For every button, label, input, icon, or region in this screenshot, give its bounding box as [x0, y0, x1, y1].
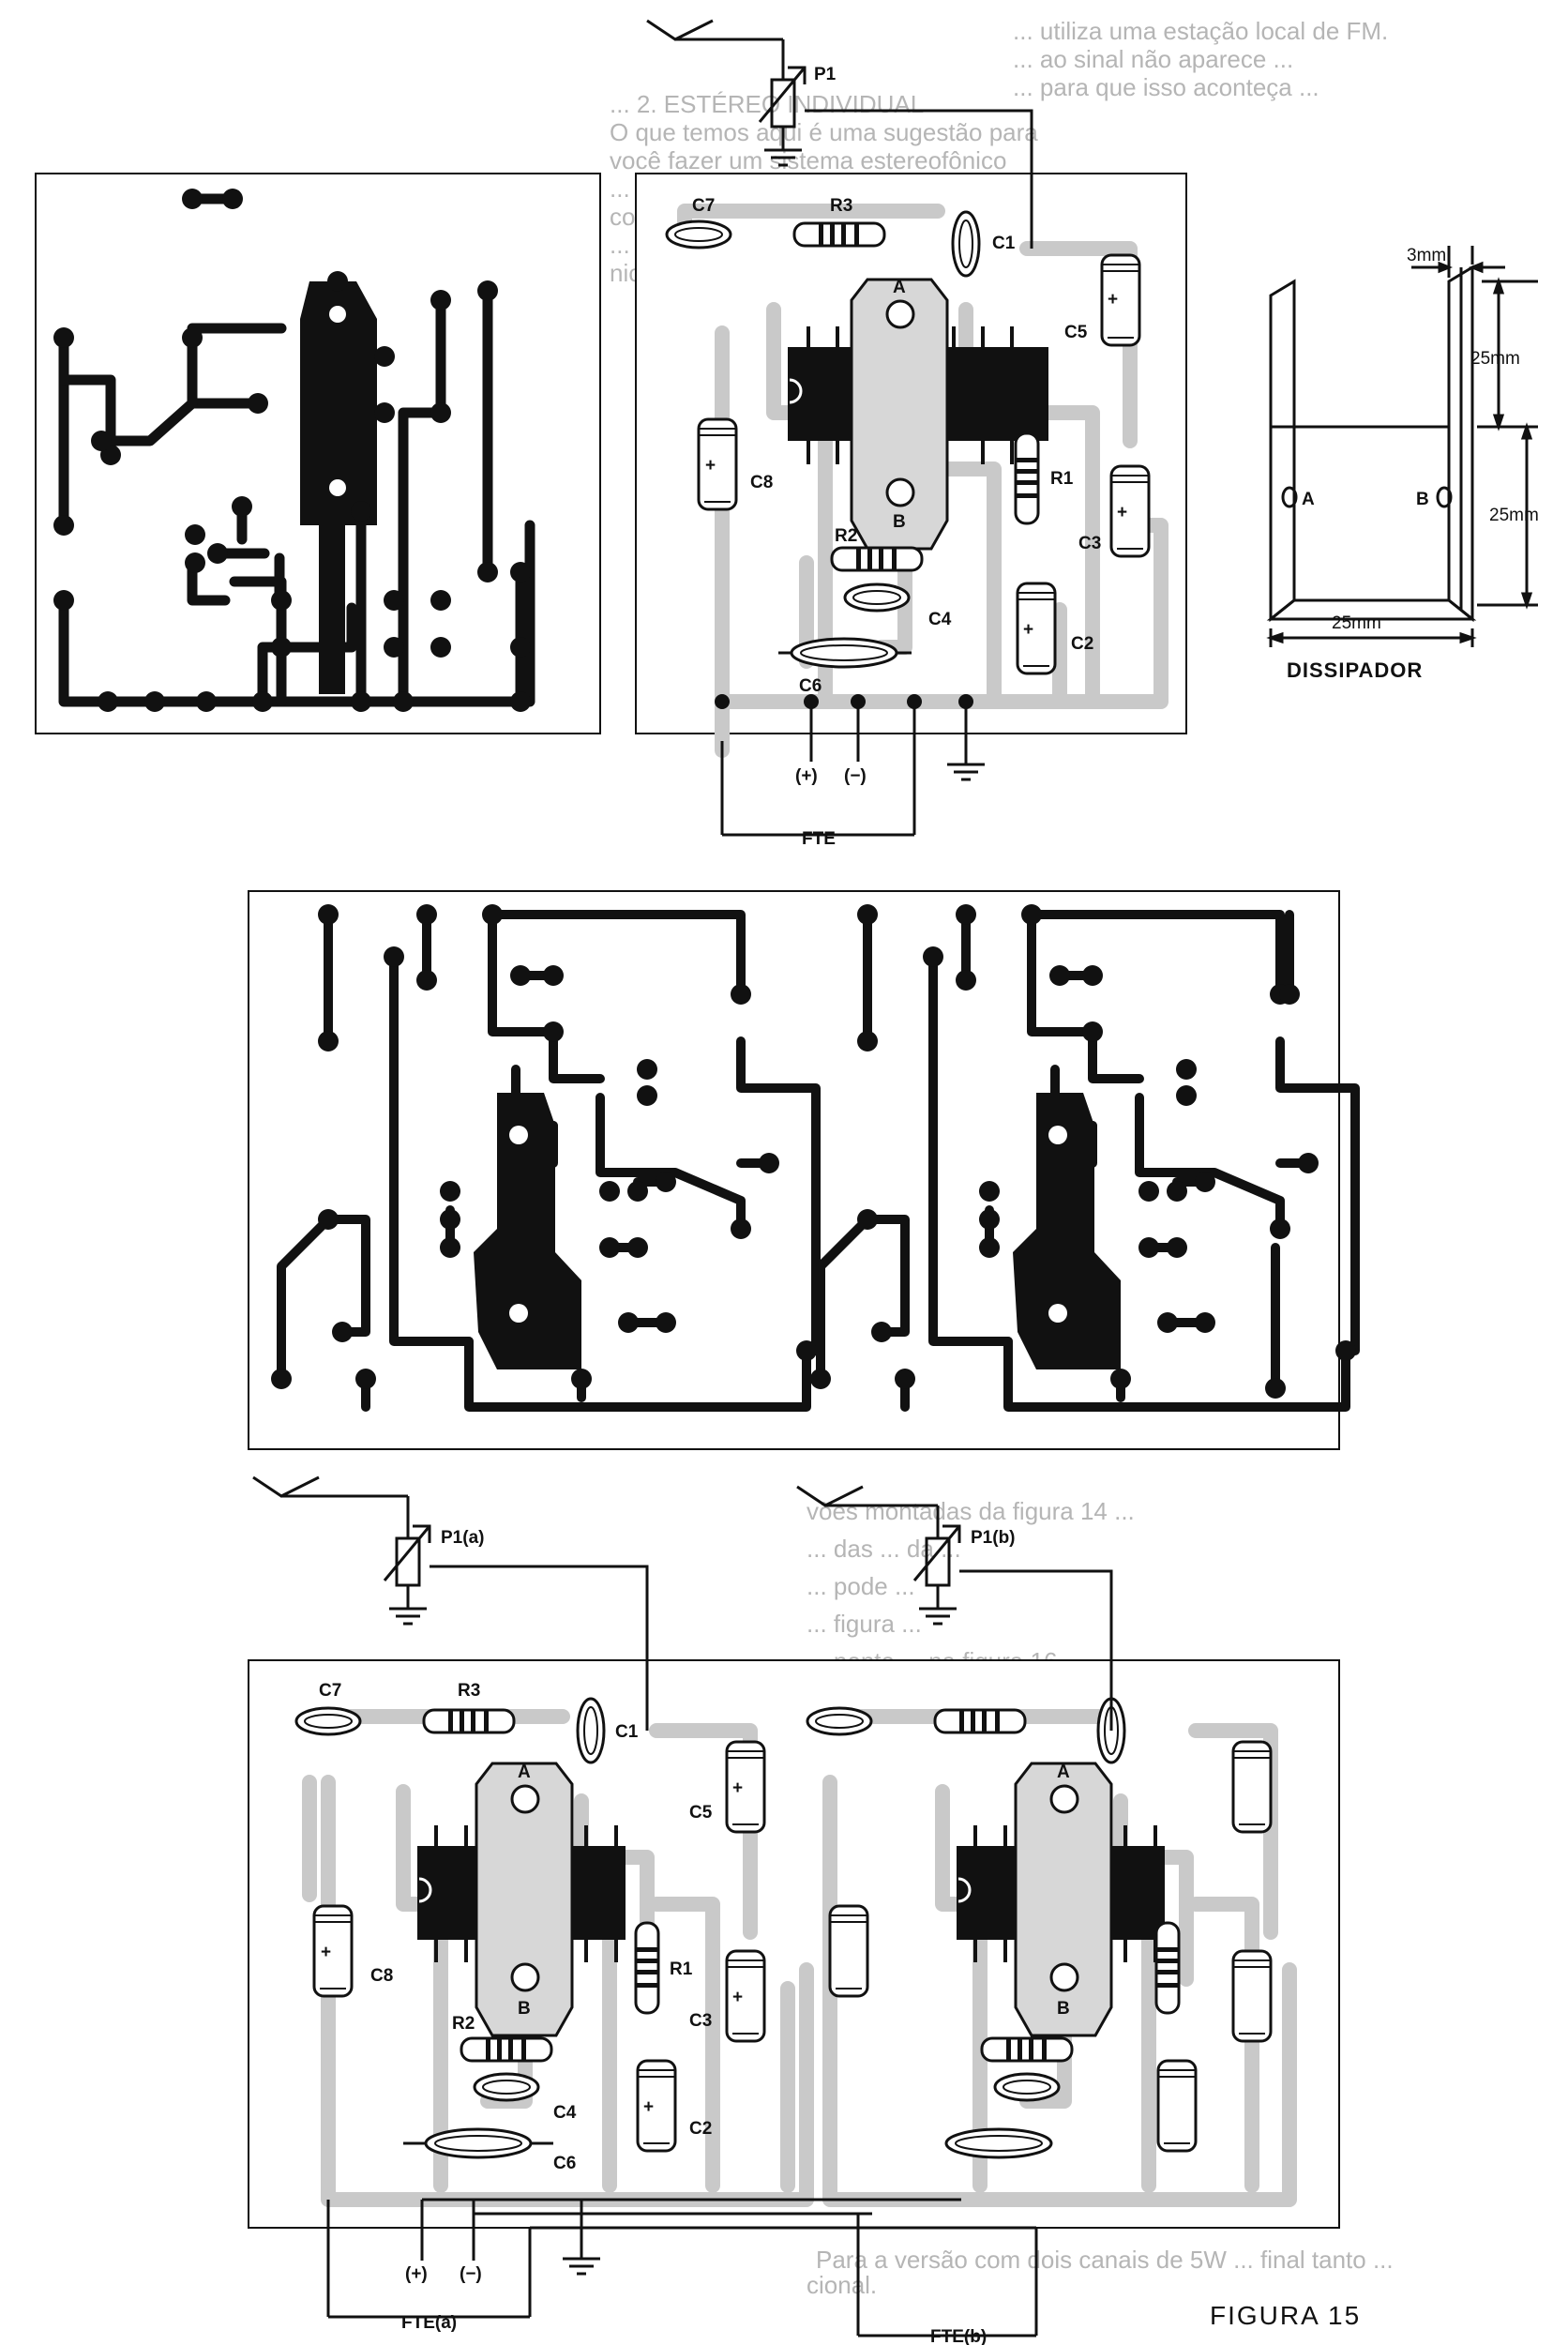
plus-c5-a: + — [732, 1778, 743, 1798]
pcb-copper-side-stereo — [248, 890, 1356, 1450]
label-c2-a: C2 — [689, 2119, 712, 2139]
heatsink-title: DISSIPADOR — [1287, 658, 1423, 682]
tab-label-b-ch-b: B — [1057, 1999, 1070, 2019]
supply-pos: (+) — [795, 766, 818, 786]
dim-thickness: 3mm — [1407, 246, 1446, 265]
supply-neg: (−) — [844, 766, 867, 786]
label-r2-a: R2 — [452, 2014, 475, 2034]
label-r3-a: R3 — [458, 1681, 480, 1701]
label-fte: FTE — [802, 829, 836, 849]
plus-c2: + — [1023, 620, 1033, 640]
label-c3: C3 — [1078, 534, 1101, 553]
label-r3: R3 — [830, 196, 852, 216]
label-c2: C2 — [1071, 634, 1093, 654]
text-fragment: ... para que isso aconteça ... — [1013, 73, 1319, 101]
label-r2: R2 — [835, 526, 857, 546]
label-r1: R1 — [1050, 469, 1074, 489]
dim-top: 25mm — [1470, 349, 1520, 369]
text-fragment: ... ao sinal não aparece ... — [1013, 45, 1293, 73]
tab-label-a-ch-b: A — [1057, 1763, 1070, 1782]
pcb-component-side-stereo: A B C7 R3 C1 + C5 + C8 R1 + C3 R2 C4 + — [248, 1659, 1340, 2229]
label-c8-a: C8 — [370, 1966, 393, 1986]
heatsink-drawing — [1266, 246, 1538, 647]
label-c5-a: C5 — [689, 1803, 713, 1823]
label-c4: C4 — [928, 610, 952, 629]
label-c1: C1 — [992, 234, 1016, 253]
label-p1b: P1(b) — [971, 1528, 1016, 1548]
channel-b: A B — [806, 1697, 1297, 2207]
fte-supply — [720, 702, 985, 837]
label-p1: P1 — [814, 65, 837, 84]
label-p1a: P1(a) — [441, 1528, 484, 1548]
label-c7: C7 — [692, 196, 715, 216]
plus-c8: + — [705, 456, 716, 476]
plus-c3: + — [1117, 503, 1127, 522]
tab-label-b-ch-a: B — [518, 1999, 531, 2019]
dim-right: 25mm — [1489, 506, 1539, 525]
tab-label-b: B — [893, 512, 906, 532]
label-c6-a: C6 — [553, 2154, 576, 2173]
pcb-component-side-small: A B C7 R3 C1 + C5 + C8 R1 + C3 R2 C4 + C… — [635, 173, 1187, 758]
hole-label-a: A — [1302, 490, 1315, 509]
figure-caption: FIGURA 15 — [1210, 2301, 1361, 2330]
label-c5: C5 — [1064, 323, 1088, 342]
label-c6: C6 — [799, 676, 822, 696]
text-fragment: você fazer um sistema estereofônico — [610, 146, 1006, 174]
label-r1-a: R1 — [670, 1959, 693, 1979]
label-fte-a: FTE(a) — [401, 2313, 457, 2333]
p1-potentiometer — [646, 19, 1033, 249]
plus-c2-a: + — [643, 2097, 654, 2117]
p1a-potentiometer — [252, 1475, 649, 1731]
label-c4-a: C4 — [553, 2103, 577, 2123]
label-c1-a: C1 — [615, 1722, 639, 1742]
fte-supply-stereo — [326, 2198, 1038, 2337]
label-fte-b: FTE(b) — [930, 2327, 987, 2345]
label-c3-a: C3 — [689, 2011, 712, 2031]
dim-bottom: 25mm — [1332, 613, 1381, 633]
plus-c5: + — [1108, 290, 1118, 310]
label-c8: C8 — [750, 473, 773, 492]
text-fragment: ... pode ... — [807, 1572, 915, 1600]
pcb-copper-side-small — [35, 173, 601, 734]
tab-label-a: A — [893, 278, 906, 297]
plus-c8-a: + — [321, 1943, 331, 1962]
text-fragment: O que temos aqui é uma sugestão para — [610, 118, 1038, 146]
text-fragment: cional. — [807, 2271, 877, 2299]
p1b-potentiometer — [796, 1485, 1113, 1731]
supply-neg-b: (−) — [460, 2264, 482, 2284]
tab-label-a-ch-a: A — [518, 1763, 531, 1782]
label-c7-a: C7 — [319, 1681, 341, 1701]
bottom-text-fragment: Para a versão com dois canais de 5W ... … — [816, 2246, 1394, 2274]
text-fragment: ... utiliza uma estação local de FM. — [1013, 17, 1388, 45]
supply-pos-b: (+) — [405, 2264, 428, 2284]
hole-label-b: B — [1416, 490, 1429, 509]
text-fragment: vões montadas da figura 14 ... — [807, 1497, 1135, 1525]
text-fragment: ... figura ... — [807, 1610, 922, 1638]
plus-c3-a: + — [732, 1988, 743, 2007]
